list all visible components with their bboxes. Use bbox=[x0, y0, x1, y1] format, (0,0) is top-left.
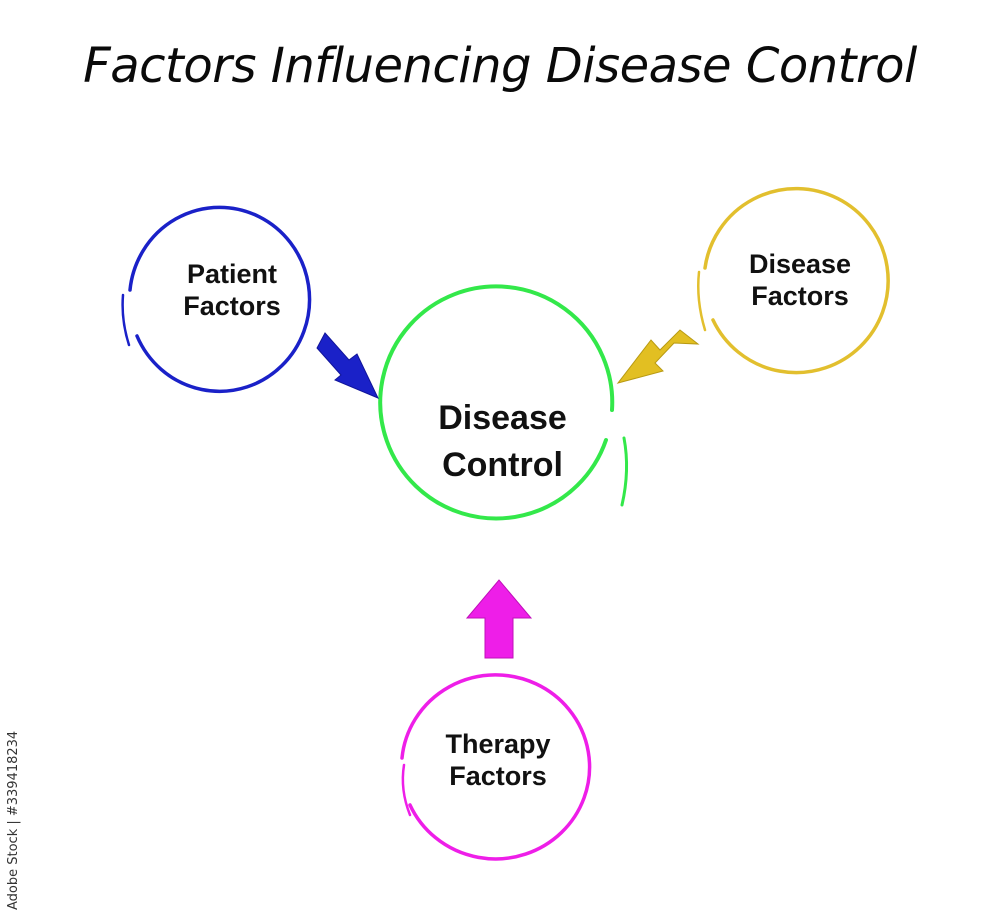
therapy-to-control-arrow bbox=[465, 579, 533, 659]
disease-control-circle bbox=[378, 284, 615, 521]
disease-factors-circle-tail bbox=[697, 270, 707, 332]
patient-factors-line2: Factors bbox=[183, 291, 281, 322]
patient-factors-line1: Patient bbox=[186, 259, 278, 289]
disease-control-circle-tail bbox=[620, 436, 629, 507]
disease-control-line2: Control bbox=[442, 445, 563, 484]
disease-factors-line2: Factors bbox=[751, 281, 849, 312]
therapy-factors-label: Therapy Factors bbox=[408, 728, 588, 793]
disease-control-label: Disease Control bbox=[400, 398, 605, 486]
disease-factors-circle bbox=[703, 186, 890, 375]
disease-factors-line1: Disease bbox=[748, 249, 852, 279]
therapy-factors-line1: Therapy bbox=[445, 729, 551, 759]
patient-factors-circle-tail bbox=[121, 293, 131, 347]
disease-factors-label: Disease Factors bbox=[710, 248, 890, 313]
therapy-factors-circle-tail bbox=[401, 763, 412, 817]
patient-factors-circle bbox=[128, 205, 312, 393]
disease-control-line1: Disease bbox=[438, 399, 567, 437]
therapy-factors-circle bbox=[400, 673, 592, 861]
therapy-factors-line2: Factors bbox=[449, 761, 547, 792]
patient-to-control-arrow bbox=[316, 332, 380, 399]
stock-watermark: Adobe Stock | #339418234 bbox=[6, 730, 21, 910]
patient-factors-label: Patient Factors bbox=[142, 258, 322, 323]
disease-to-control-arrow bbox=[616, 329, 700, 384]
diagram-title: Factors Influencing Disease Control bbox=[83, 38, 917, 94]
